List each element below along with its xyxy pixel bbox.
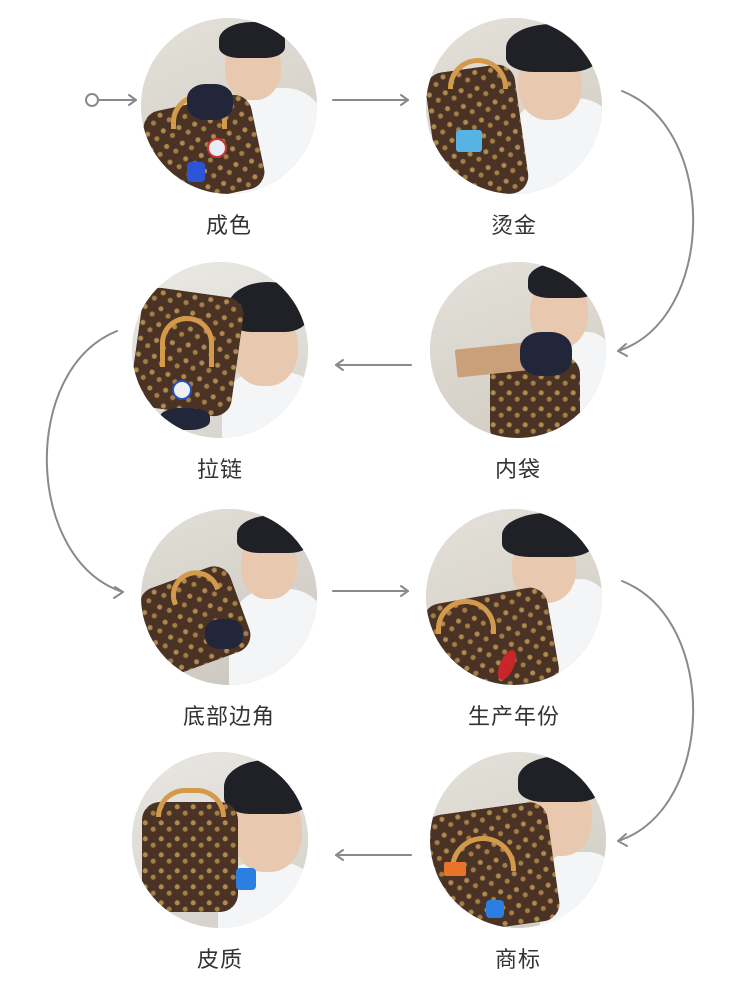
step-7: 商标: [430, 752, 606, 974]
arrow-start-to-1: [97, 94, 137, 106]
step-1-label: 成色: [205, 214, 252, 239]
step-1: 成色: [141, 18, 317, 240]
step-8-photo: [132, 752, 308, 928]
step-7-label: 商标: [494, 948, 541, 973]
arrow-3-to-4: [335, 359, 412, 371]
arrow-5-to-6: [332, 585, 409, 597]
step-8-label: 皮质: [196, 948, 243, 973]
step-2-photo: [426, 18, 602, 194]
arrow-2-to-3: [617, 90, 695, 357]
arrow-4-to-5: [45, 330, 124, 599]
step-4-photo: [132, 262, 308, 438]
step-6: 生产年份: [426, 509, 602, 731]
step-4: 拉链: [132, 262, 308, 484]
arrow-1-to-2: [332, 94, 409, 106]
step-8: 皮质: [132, 752, 308, 974]
step-5: 底部边角: [141, 509, 317, 731]
step-7-photo: [430, 752, 606, 928]
step-2-label: 烫金: [490, 214, 537, 239]
step-3-label: 内袋: [494, 458, 541, 483]
start-circle-icon: [85, 93, 99, 107]
arrow-6-to-7: [617, 580, 695, 847]
arrow-7-to-8: [335, 849, 412, 861]
step-1-photo: [141, 18, 317, 194]
step-2: 烫金: [426, 18, 602, 240]
step-3: 内袋: [430, 262, 606, 484]
step-5-label: 底部边角: [182, 705, 275, 730]
step-4-label: 拉链: [196, 458, 243, 483]
step-6-label: 生产年份: [467, 705, 560, 730]
step-5-photo: [141, 509, 317, 685]
step-6-photo: [426, 509, 602, 685]
step-3-photo: [430, 262, 606, 438]
